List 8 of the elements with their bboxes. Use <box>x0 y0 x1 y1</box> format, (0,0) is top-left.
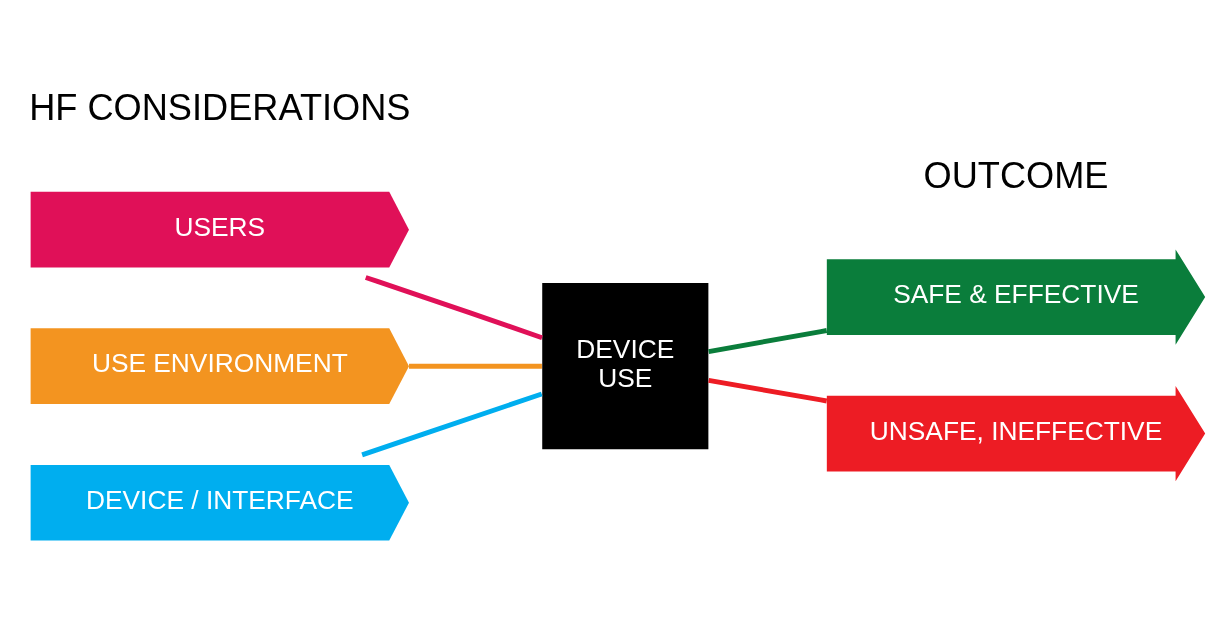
connector <box>364 275 543 341</box>
label: OUTCOME <box>923 154 1109 196</box>
connector <box>361 391 543 458</box>
label: HF CONSIDERATIONS <box>29 87 411 129</box>
connector <box>409 363 542 369</box>
node-box: DEVICE USE <box>542 283 709 450</box>
connector <box>708 377 828 404</box>
connector <box>708 328 828 355</box>
